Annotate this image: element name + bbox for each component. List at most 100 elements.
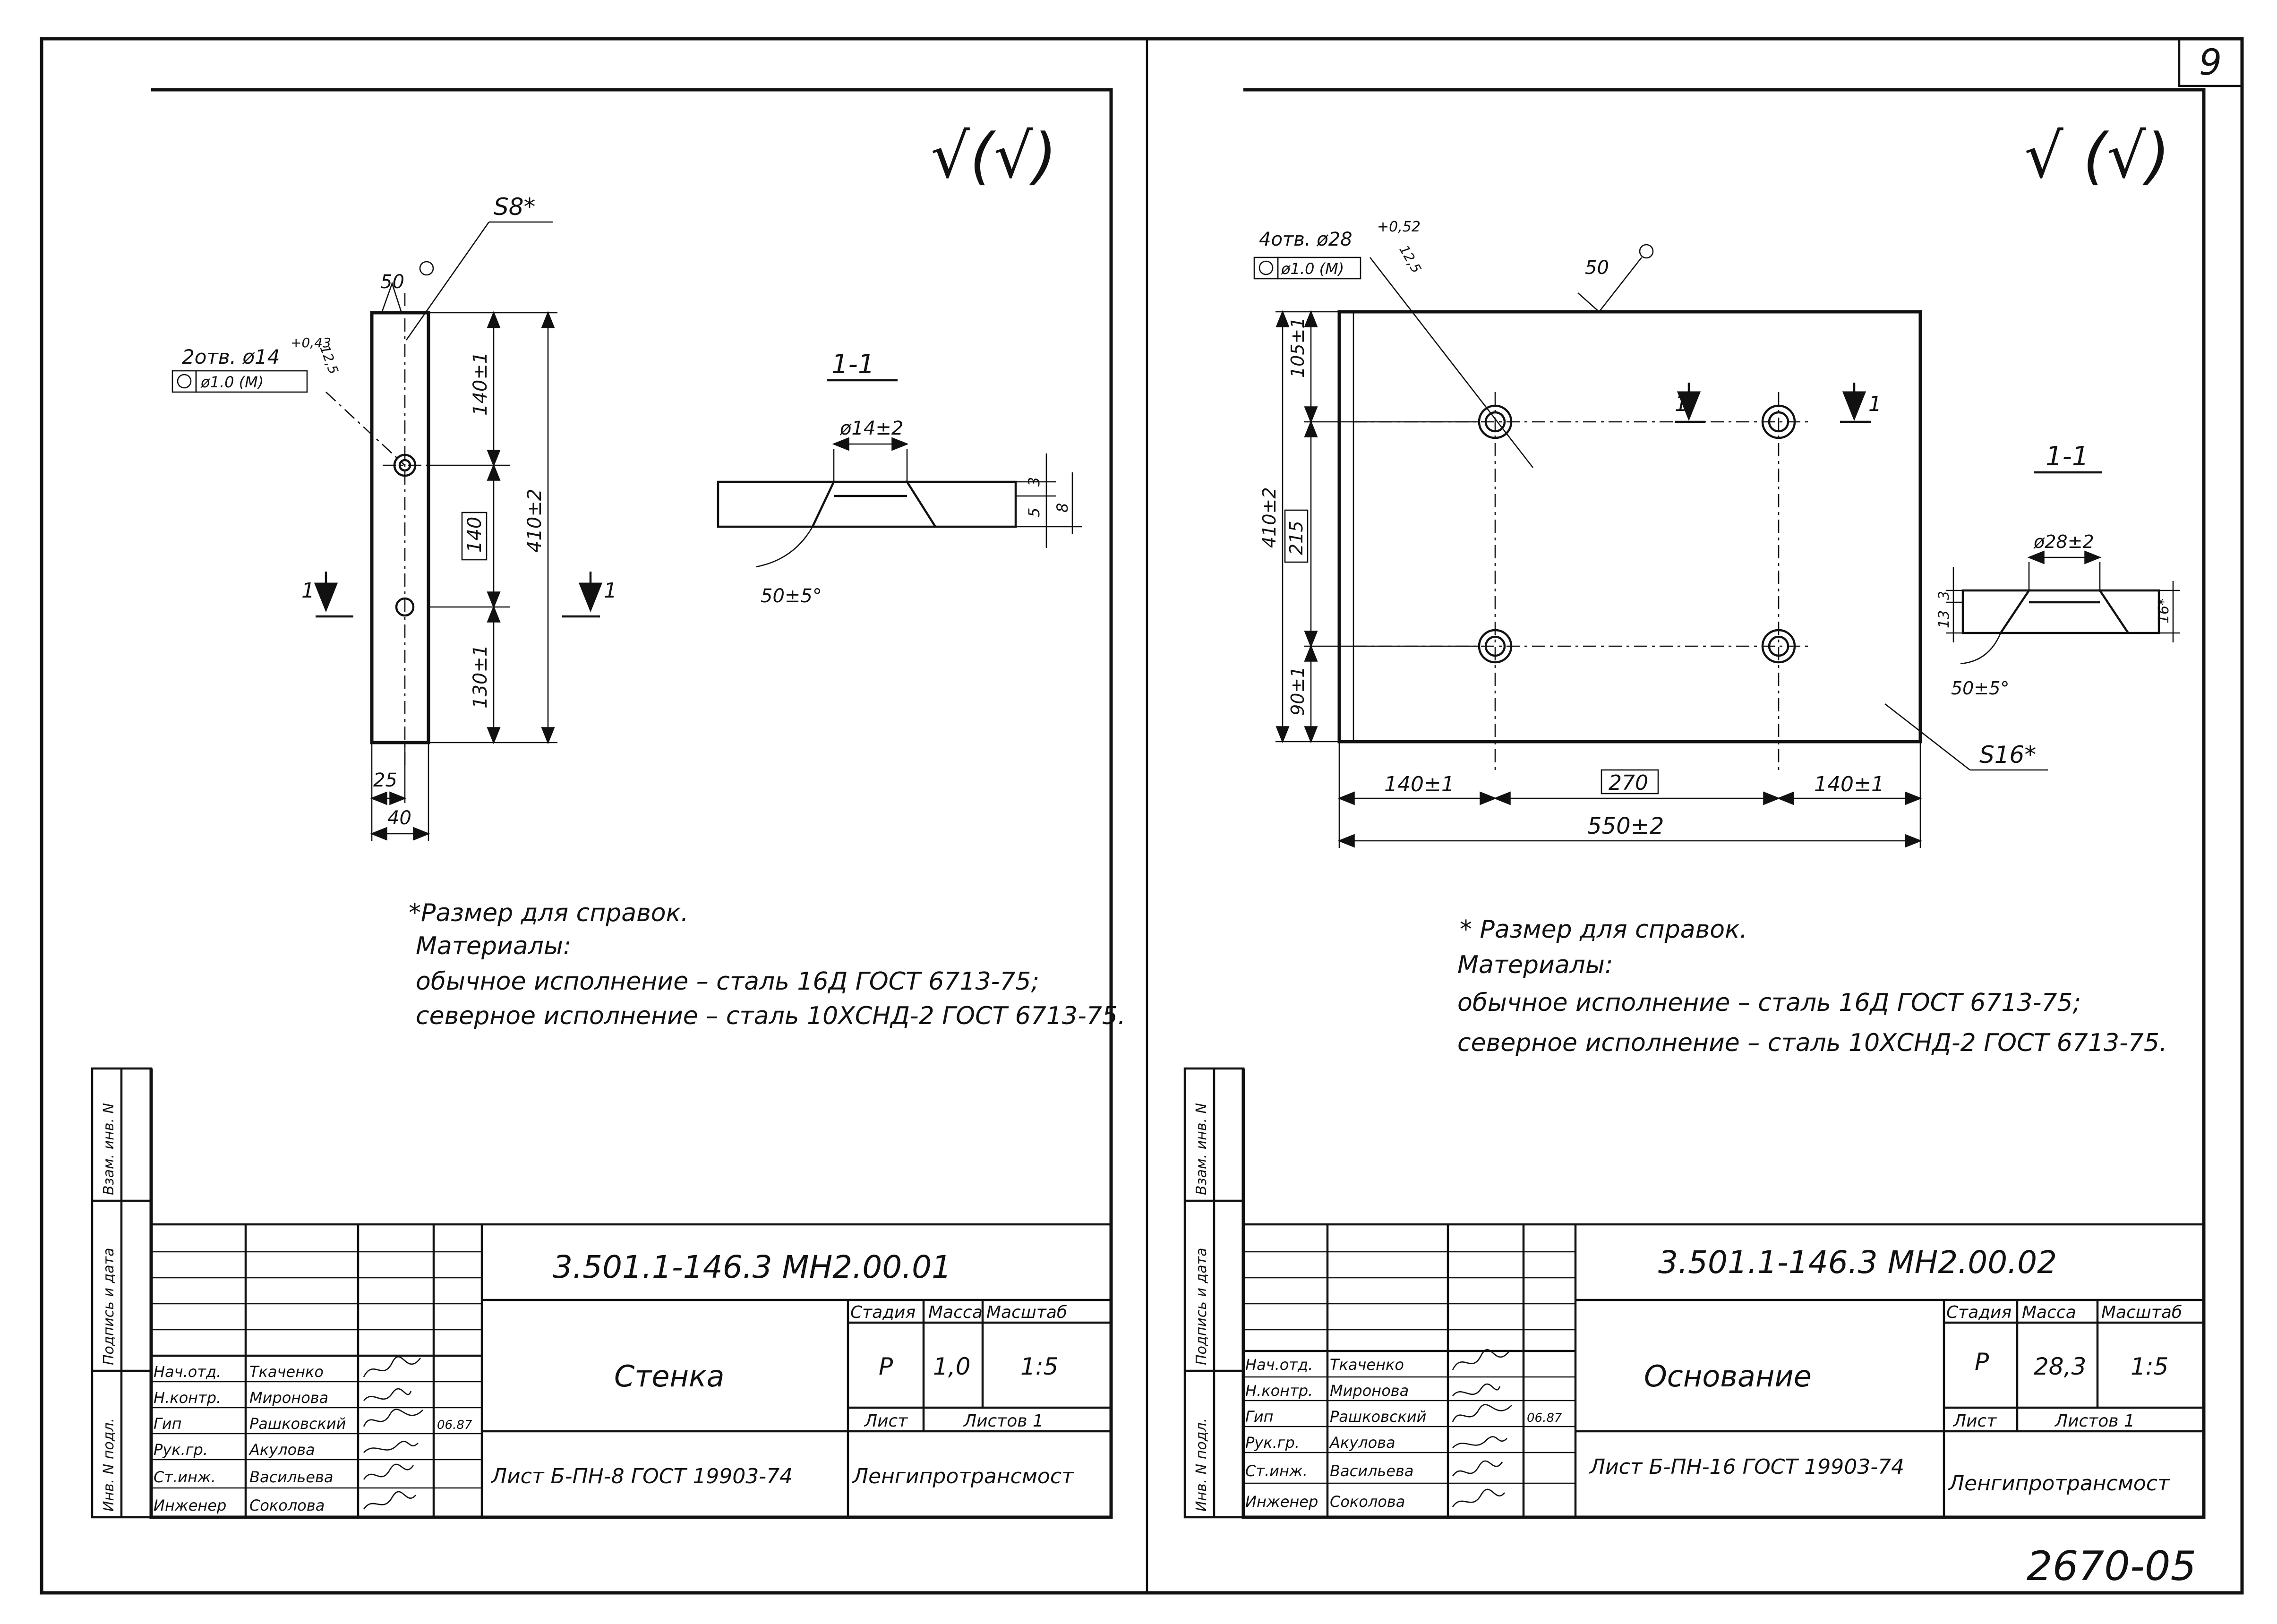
mass-value: 28,3: [2034, 1353, 2086, 1380]
stage-label: Стадия: [1946, 1303, 2012, 1322]
mass-label: Масса: [928, 1303, 983, 1322]
dim-25: 25: [373, 769, 397, 791]
staff-role: Инженер: [154, 1496, 226, 1514]
dim-130-1: 130±1: [470, 645, 491, 709]
date: 06.87: [1527, 1411, 1562, 1425]
stage-value: Р: [879, 1353, 893, 1380]
hole-tol: +0,52: [1377, 219, 1421, 235]
side-label-vzam: Взам. инв. N: [1193, 1103, 1210, 1195]
hole-tol: +0,43: [291, 335, 331, 350]
staff-name: Рашковский: [1330, 1408, 1426, 1426]
section-mark-left: 1: [1675, 392, 1688, 416]
rough-mark: 50: [1585, 257, 1609, 279]
organization: Ленгипротрансмост: [1948, 1471, 2170, 1496]
dim-140-1: 140±1: [470, 352, 491, 416]
designation: 3.501.1-146.3 МН2.00.02: [1658, 1244, 2057, 1281]
section-view-right: 1-1 ø28±2 3 13 16* 50±5°: [1936, 441, 2180, 699]
note-line-1: *Размер для справок.: [409, 899, 689, 927]
sheets-label: Листов 1: [963, 1411, 1044, 1431]
side-label-sign: Подпись и дата: [101, 1248, 117, 1366]
page-number: 9: [2199, 41, 2222, 83]
bolt-holes: [1353, 392, 1809, 775]
date: 06.87: [437, 1418, 472, 1432]
section-t2: 5: [1025, 508, 1043, 517]
dim-140-left: 140±1: [1384, 772, 1455, 796]
side-label-inv: Инв. N подл.: [1193, 1418, 1210, 1512]
scale-value: 1:5: [2131, 1353, 2168, 1380]
outer-frame: [40, 37, 2244, 1595]
staff-role: Нач.отд.: [154, 1363, 221, 1381]
staff-role: Н.контр.: [154, 1389, 221, 1407]
title-block-right: 3.501.1-146.3 МН2.00.02 Основание Стадия…: [1243, 1223, 2204, 1517]
section-mark-right: 1: [1868, 392, 1882, 416]
note-line-2: Материалы:: [1457, 951, 1613, 979]
staff-name: Васильева: [1330, 1462, 1413, 1480]
section-title: 1-1: [2046, 441, 2089, 472]
hole-rough: 12,5: [1396, 242, 1424, 275]
staff-table: Нач.отд. Ткаченко Н.контр. Миронова Гип …: [1245, 1356, 1426, 1511]
part-name: Стенка: [614, 1359, 725, 1393]
material: Лист Б-ПН-16 ГОСТ 19903-74: [1589, 1455, 1904, 1479]
roughness-mark: √(√): [931, 120, 1057, 192]
rough-mark: 50: [380, 271, 404, 293]
staff-name: Васильева: [249, 1468, 333, 1486]
note-line-3: обычное исполнение – сталь 16Д ГОСТ 6713…: [1457, 989, 2081, 1017]
section-mark-left: 1: [301, 579, 315, 603]
staff-role: Гип: [154, 1415, 182, 1433]
staff-name: Акулова: [248, 1441, 315, 1459]
left-sheet: Инв. N подл. Подпись и дата Взам. инв. N…: [91, 88, 1126, 1519]
notes-left: *Размер для справок. Материалы: обычное …: [409, 899, 1126, 1030]
roughness-mark: √ (√): [2024, 120, 2170, 192]
dim-410-2: 410±2: [1259, 487, 1280, 548]
part-name: Основание: [1644, 1359, 1812, 1393]
stage-value: Р: [1975, 1348, 1989, 1376]
dim-215-box: 215: [1286, 521, 1307, 555]
staff-role: Рук.гр.: [1245, 1434, 1300, 1452]
document-number: 2670-05: [2027, 1543, 2196, 1590]
dim-90-1: 90±1: [1287, 667, 1308, 716]
dim-140-right: 140±1: [1814, 772, 1884, 796]
hole-spec: 2отв. ø14: [182, 345, 280, 368]
scale-label: Масштаб: [2101, 1303, 2182, 1322]
right-sheet: Инв. N подл. Подпись и дата Взам. инв. N…: [1183, 88, 2206, 1519]
material: Лист Б-ПН-8 ГОСТ 19903-74: [490, 1464, 793, 1488]
title-block-left: 3.501.1-146.3 МН2.00.01 Стенка Стадия Ма…: [151, 1223, 1111, 1517]
staff-role: Нач.отд.: [1245, 1356, 1313, 1374]
section-t3: 16*: [2156, 598, 2172, 624]
signatures: [363, 1356, 423, 1510]
staff-role: Ст.инж.: [1245, 1462, 1308, 1480]
section-angle: 50±5°: [761, 585, 822, 607]
wall-plate-view: 140±1 140 410±2 130±1 25 40 S8* 50 2отв.…: [171, 193, 617, 841]
section-hole-dim: ø14±2: [839, 418, 903, 439]
hole-rough: 12,5: [317, 343, 342, 376]
section-mark-right: 1: [604, 579, 617, 603]
dim-105-1: 105±1: [1287, 317, 1308, 378]
sheet-label: Лист: [1952, 1411, 1997, 1431]
mass-value: 1,0: [933, 1353, 971, 1380]
note-line-1: * Размер для справок.: [1460, 915, 1747, 944]
staff-name: Миронова: [249, 1389, 328, 1407]
staff-name: Ткаченко: [1330, 1356, 1404, 1374]
organization: Ленгипротрансмост: [852, 1464, 1074, 1488]
staff-name: Ткаченко: [249, 1363, 324, 1381]
staff-name: Соколова: [249, 1496, 325, 1514]
staff-role: Гип: [1245, 1408, 1274, 1426]
position-tol: ø1.0 (M): [1281, 260, 1344, 278]
staff-role: Инженер: [1245, 1493, 1318, 1511]
staff-table: Нач.отд. Ткаченко Н.контр. Миронова Гип …: [154, 1363, 346, 1514]
dim-270-box: 270: [1609, 771, 1648, 795]
section-t1: 3: [1025, 477, 1043, 487]
section-t1: 3: [1936, 591, 1952, 600]
scale-label: Масштаб: [986, 1303, 1067, 1322]
section-t3: 8: [1053, 503, 1071, 513]
signatures: [1452, 1349, 1512, 1507]
base-plate-view: 1 1 105±1 215 410±2 90±1 140±1: [1253, 219, 2048, 848]
designation: 3.501.1-146.3 МН2.00.01: [553, 1249, 951, 1285]
staff-role: Н.контр.: [1245, 1382, 1313, 1400]
sheets-label: Листов 1: [2054, 1411, 2135, 1431]
dim-140-box: 140: [464, 517, 486, 553]
staff-name: Миронова: [1330, 1382, 1409, 1400]
side-label-sign: Подпись и дата: [1193, 1248, 1210, 1366]
